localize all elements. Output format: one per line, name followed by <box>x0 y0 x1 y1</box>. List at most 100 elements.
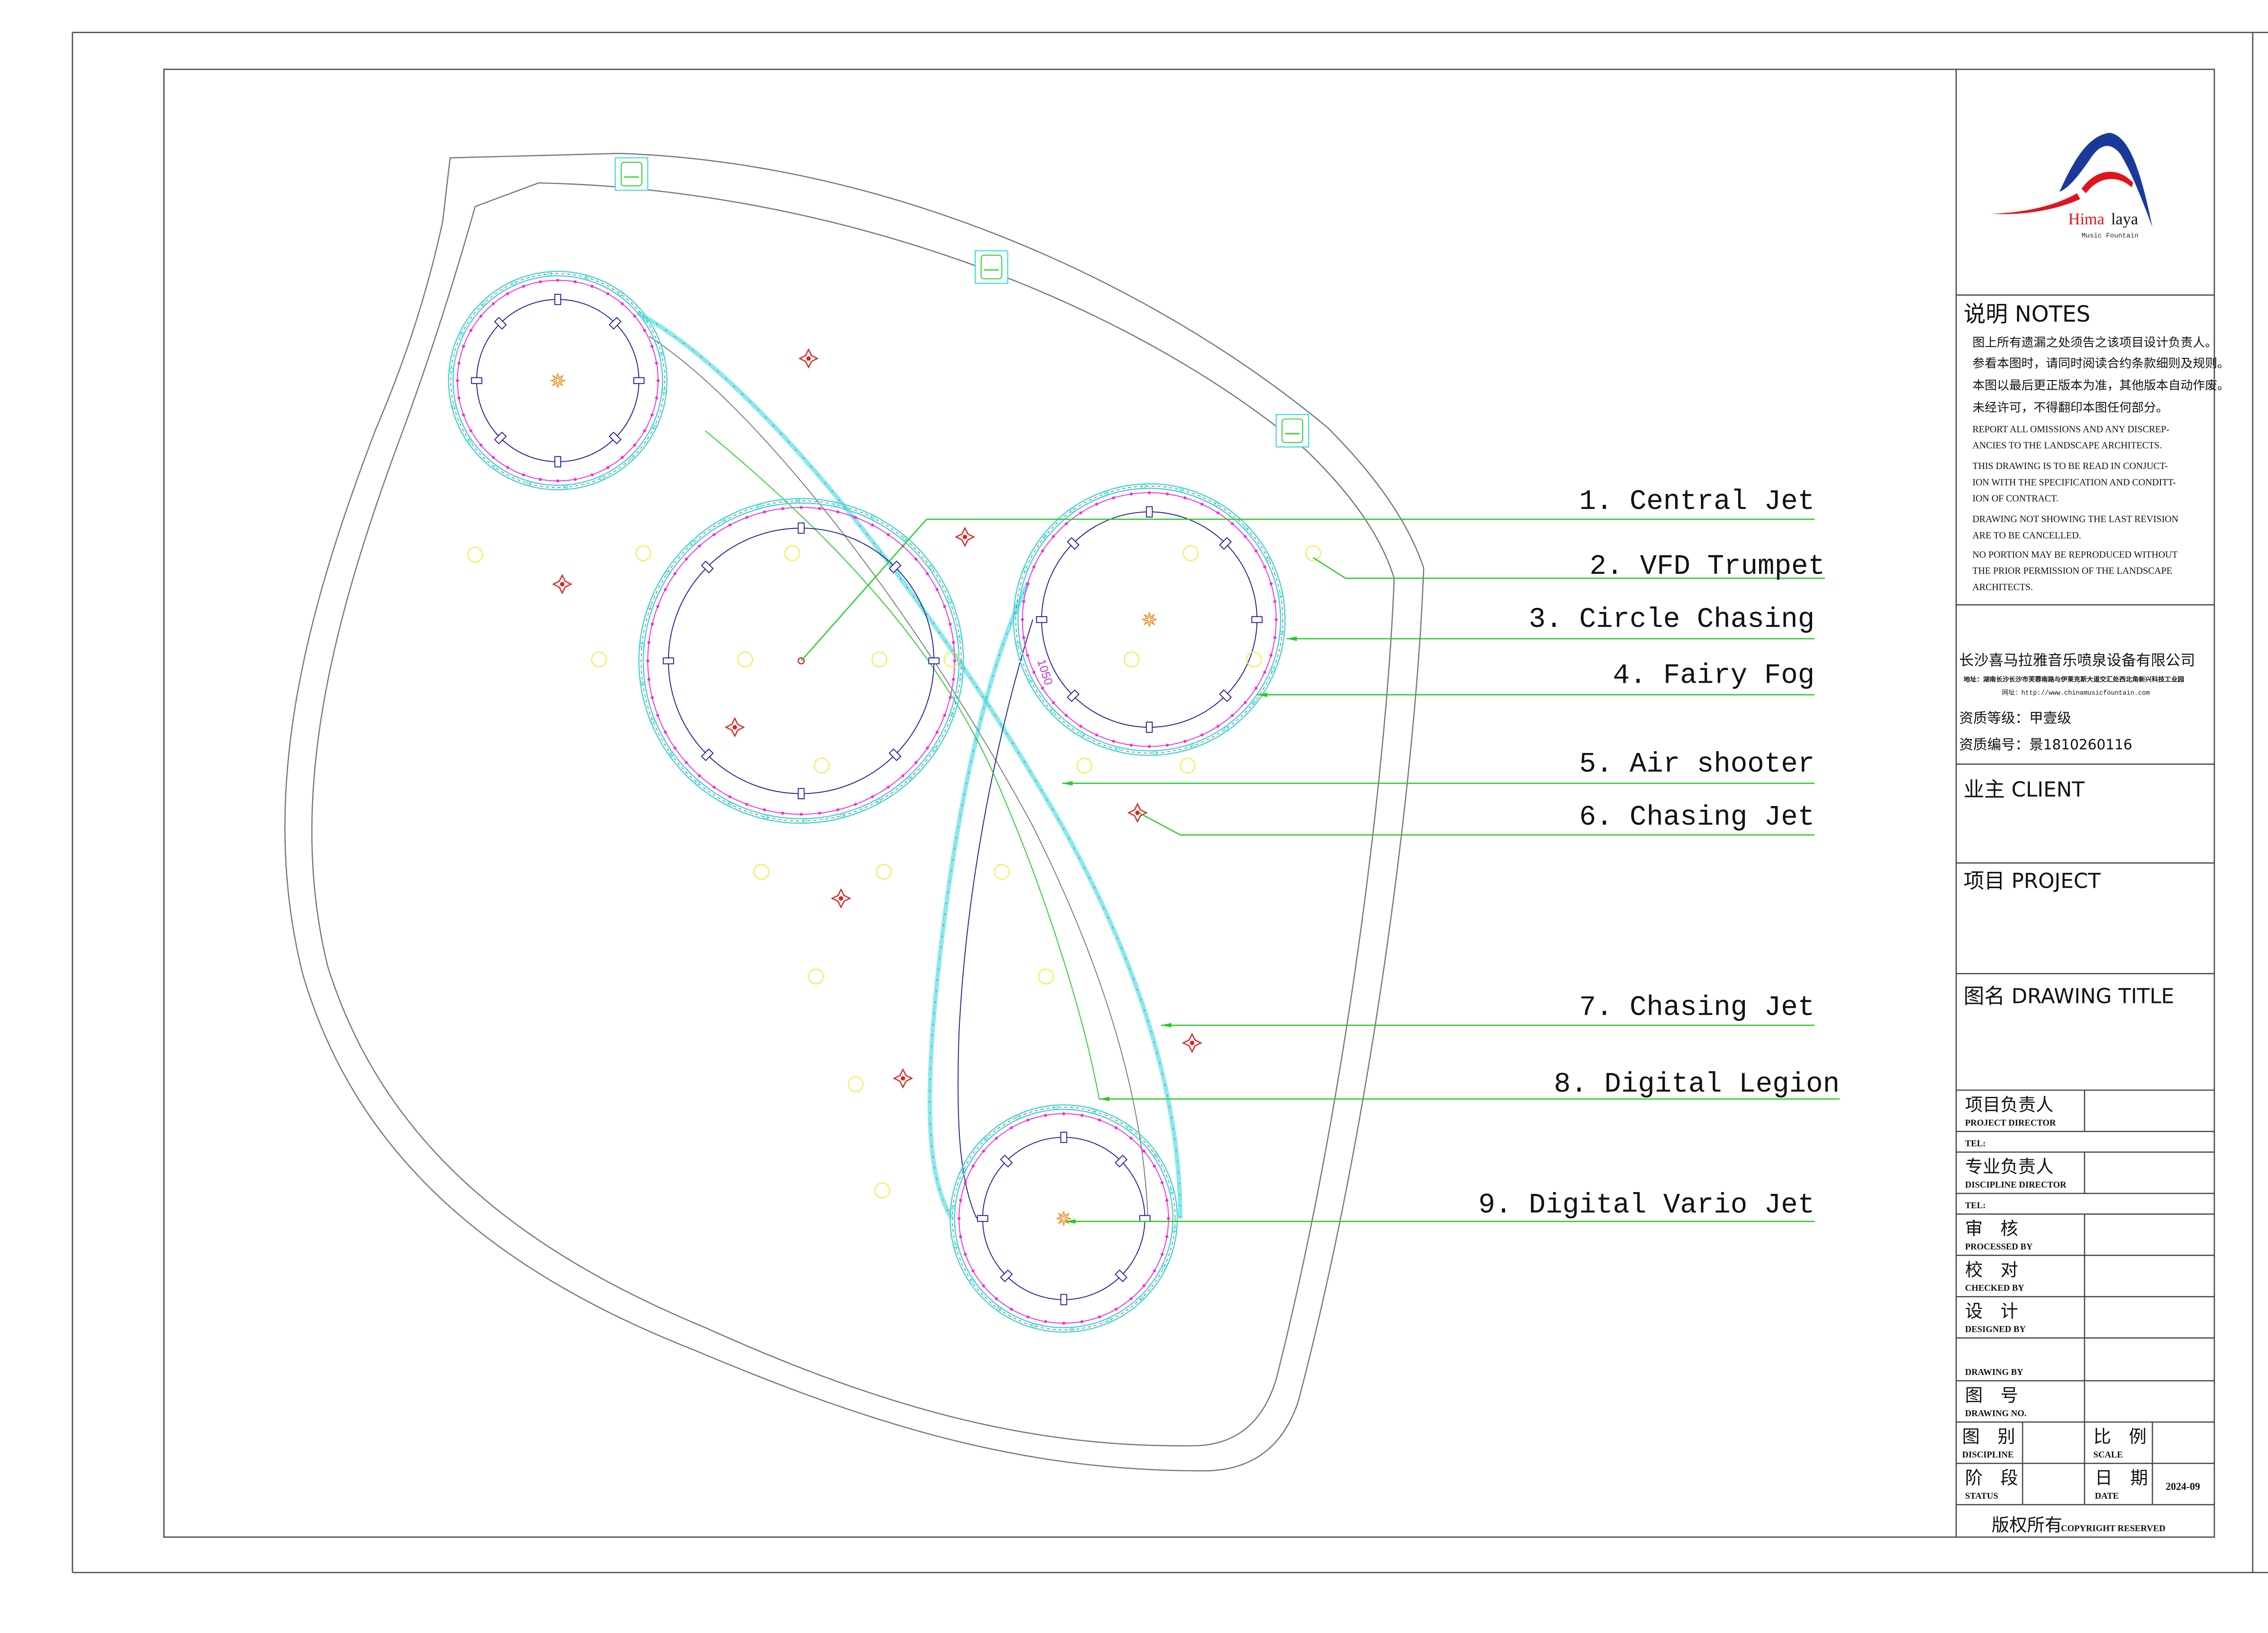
ring-light-icon <box>1172 1227 1177 1232</box>
air-shooter-icon <box>1000 1269 1013 1282</box>
fairy-fog-icon <box>1305 545 1321 561</box>
nozzle-icon <box>647 640 650 644</box>
air-shooter-icon <box>701 560 714 573</box>
ring-light-icon <box>802 818 807 823</box>
air-shooter-icon <box>701 748 714 761</box>
ring-light-icon <box>526 481 531 486</box>
air-shooter-icon <box>797 788 805 799</box>
tel-label: TEL: <box>1965 1201 1986 1210</box>
nozzle-icon <box>492 302 495 305</box>
ring-light-icon <box>727 802 732 807</box>
fairy-fog-icon <box>1038 968 1054 985</box>
ring-light-icon <box>1016 1115 1021 1120</box>
fog-chain-line <box>705 430 1100 1099</box>
fountain-ring-center-left <box>638 498 964 824</box>
nozzle-icon <box>995 1297 998 1301</box>
nozzle-icon <box>573 280 577 284</box>
nozzle-icon <box>948 622 952 626</box>
nozzle-icon <box>506 466 509 469</box>
chasing-jet-lobe-a <box>636 311 1183 1219</box>
ring-light-icon <box>958 675 963 680</box>
nozzle-icon <box>1026 1118 1030 1122</box>
nozzle-icon <box>646 659 650 663</box>
nozzle-icon <box>971 1164 975 1168</box>
legend-item: 5. Air shooter <box>1062 748 1815 786</box>
nozzle-icon <box>728 523 732 527</box>
nozzle-icon <box>818 507 821 510</box>
nozzle-icon <box>556 479 559 483</box>
nozzle-icon <box>656 605 660 608</box>
nozzle-icon <box>1080 1114 1084 1117</box>
processed-by-label-en: PROCESSED BY <box>1965 1242 2033 1252</box>
nozzle-icon <box>781 812 784 815</box>
ring-light-icon <box>763 815 769 820</box>
nozzle-icon <box>1231 714 1234 717</box>
project-label: 项目 PROJECT <box>1964 869 2101 893</box>
fountain-ring-top-left <box>448 271 668 490</box>
checked-by-label: 校 对 <box>1965 1260 2018 1281</box>
air-shooter-icon <box>1066 689 1080 702</box>
nozzle-icon <box>1167 1217 1170 1220</box>
discipline-director-label-en: DISCIPLINE DIRECTOR <box>1965 1180 2067 1190</box>
air-shooter-icon <box>1060 1294 1067 1305</box>
fountain-plan: 1050 <box>284 152 1424 1472</box>
central-jet-icon <box>549 372 566 389</box>
processed-by-label: 审 核 <box>1965 1219 2018 1239</box>
nozzle-icon <box>650 696 654 699</box>
nozzle-icon <box>573 478 577 481</box>
vfd-trumpet-icon <box>552 574 572 595</box>
nozzle-icon <box>457 362 461 365</box>
ring-light-icon <box>949 712 954 717</box>
legend-label: 6. Chasing Jet <box>1579 802 1814 833</box>
fairy-fog-icon <box>1179 758 1196 774</box>
nozzle-icon <box>1243 701 1247 704</box>
nozzle-icon <box>745 802 748 806</box>
scale-label: 比 例 <box>2093 1427 2146 1447</box>
qualification-level: 资质等级：甲壹级 <box>1959 710 2071 726</box>
legend-item: 1. Central Jet <box>801 486 1815 661</box>
ring-light-icon <box>650 718 655 723</box>
ring-light-icon <box>1251 700 1256 705</box>
nozzle-icon <box>1166 492 1169 496</box>
nozzle-icon <box>952 640 955 644</box>
logo-mountain-shape <box>2059 132 2153 227</box>
nozzle-icon <box>1022 636 1026 639</box>
nozzle-icon <box>673 572 677 576</box>
designed-by-label: 设 计 <box>1965 1301 2018 1322</box>
nozzle-icon <box>643 329 646 332</box>
nozzle-icon <box>457 396 461 400</box>
nozzle-icon <box>800 812 803 816</box>
nozzle-icon <box>1044 1114 1047 1117</box>
ring-light-icon <box>961 1168 966 1173</box>
nozzle-icon <box>1065 522 1068 525</box>
ring-light-icon <box>644 318 649 323</box>
note-line-en: REPORT ALL OMISSIONS AND ANY DISCREP- <box>1972 424 2169 435</box>
nozzle-icon <box>522 284 525 288</box>
nozzle-icon <box>621 302 624 305</box>
arrow-icon <box>1065 1219 1076 1224</box>
ring-light-icon <box>1014 604 1019 609</box>
nozzle-icon <box>1200 503 1204 506</box>
company-website[interactable]: 网址：http://www.chinamusicfountain.com <box>2002 689 2150 697</box>
nozzle-icon <box>1026 654 1029 657</box>
ring-light-icon <box>690 541 695 546</box>
note-line-en: ARCHITECTS. <box>1972 582 2033 592</box>
nozzle-icon <box>712 533 716 536</box>
nozzle-icon <box>818 812 821 815</box>
note-line-cn: 未经许可，不得翻印本图任何部分。 <box>1972 401 2168 415</box>
air-shooter-icon <box>889 748 902 761</box>
fairy-fog-icon <box>871 651 888 668</box>
nozzle-icon <box>469 429 473 432</box>
nozzle-icon <box>655 396 658 400</box>
legend-item: 3. Circle Chasing <box>1286 604 1815 641</box>
nozzle-icon <box>1010 1307 1013 1311</box>
discipline-label-en: DISCIPLINE <box>1962 1450 2014 1460</box>
ring-light-icon <box>902 536 907 542</box>
nozzle-icon <box>957 1217 961 1220</box>
ring-light-icon <box>870 515 875 520</box>
nozzle-icon <box>1142 1149 1146 1153</box>
ring-light-icon <box>1091 1109 1096 1114</box>
nozzle-icon <box>1148 745 1151 748</box>
nozzle-icon <box>943 714 946 717</box>
